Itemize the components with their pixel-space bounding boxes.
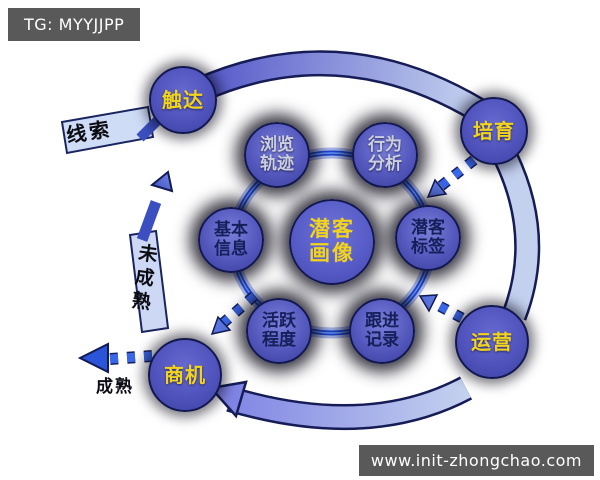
dashed-arrow-activity-out bbox=[210, 291, 258, 336]
dashed-arrow-operate-in bbox=[418, 294, 465, 323]
outer-node-operate-label: 运营 bbox=[471, 329, 513, 354]
inner-node-tags: 潜客 标签 bbox=[395, 205, 461, 271]
center-node-profile: 潜客 画像 bbox=[289, 199, 375, 285]
inner-node-basic-label2: 信息 bbox=[214, 239, 248, 259]
inner-node-browse-label: 浏览 bbox=[260, 134, 294, 155]
inner-node-basic-label: 基本 bbox=[214, 219, 248, 240]
inner-node-tags-label2: 标签 bbox=[411, 237, 445, 257]
tg-badge: TG: MYYJJPP bbox=[8, 8, 141, 41]
inner-node-behavior-label: 行为 bbox=[368, 134, 402, 155]
outer-node-reach: 触达 bbox=[149, 66, 217, 134]
outer-node-nurture-label: 培育 bbox=[473, 118, 515, 143]
outer-node-opportunity-label: 商机 bbox=[164, 362, 206, 387]
inner-node-browse-label2: 轨迹 bbox=[260, 154, 294, 174]
inner-node-activity-label: 活跃 bbox=[262, 310, 296, 331]
inner-node-basic: 基本 信息 bbox=[198, 207, 264, 273]
outer-node-operate: 运营 bbox=[455, 305, 529, 379]
arrowhead-to-reach bbox=[149, 170, 174, 193]
dashed-arrow-nurture-in bbox=[426, 155, 478, 198]
inner-node-browse: 浏览 轨迹 bbox=[244, 122, 310, 188]
outer-cycle-arc-top bbox=[194, 50, 485, 122]
outer-node-reach-label: 触达 bbox=[162, 87, 204, 112]
outer-cycle-arc-bottom bbox=[208, 376, 473, 431]
arrowhead-to-opportunity bbox=[208, 380, 248, 419]
dashed-arrow-mature-out bbox=[77, 342, 153, 374]
inner-node-follow: 跟进 记录 bbox=[349, 298, 415, 364]
center-node-label2: 画像 bbox=[309, 241, 355, 265]
outer-cycle-arc-right bbox=[494, 152, 541, 321]
flow-label-mature: 成熟 bbox=[96, 377, 134, 397]
immature-ribbon bbox=[128, 170, 174, 334]
outer-node-opportunity: 商机 bbox=[148, 338, 222, 412]
inner-node-behavior: 行为 分析 bbox=[352, 122, 418, 188]
inner-node-tags-label: 潜客 bbox=[411, 217, 445, 238]
outer-node-nurture: 培育 bbox=[460, 97, 528, 165]
inner-node-activity-label2: 程度 bbox=[262, 330, 296, 350]
inner-node-follow-label2: 记录 bbox=[365, 330, 399, 350]
center-node-label: 潜客 bbox=[309, 217, 355, 242]
site-watermark: www.init-zhongchao.com bbox=[358, 445, 594, 476]
inner-node-behavior-label2: 分析 bbox=[368, 154, 402, 174]
inner-node-follow-label: 跟进 bbox=[365, 310, 399, 331]
inner-node-activity: 活跃 程度 bbox=[246, 298, 312, 364]
